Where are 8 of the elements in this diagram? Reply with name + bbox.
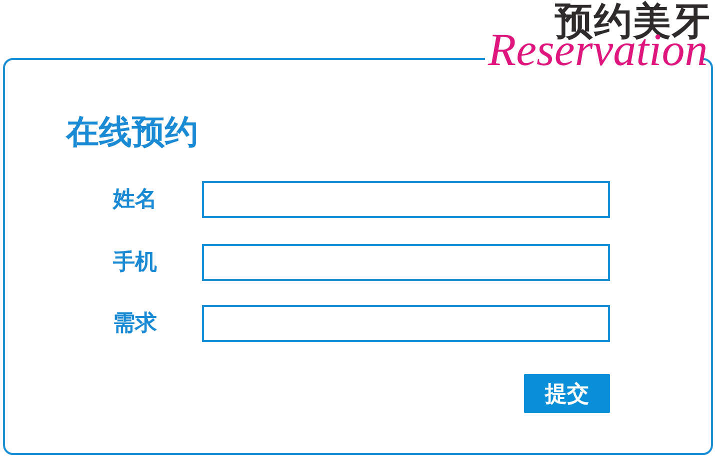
form-heading: 在线预约 [66,112,198,152]
input-field [202,305,610,342]
field-label: 需求 [113,309,157,337]
field-label: 姓名 [113,185,157,213]
input-field [202,244,610,281]
submit-button: 提交 [524,374,610,413]
field-label: 手机 [113,248,157,276]
input-field [202,181,610,218]
